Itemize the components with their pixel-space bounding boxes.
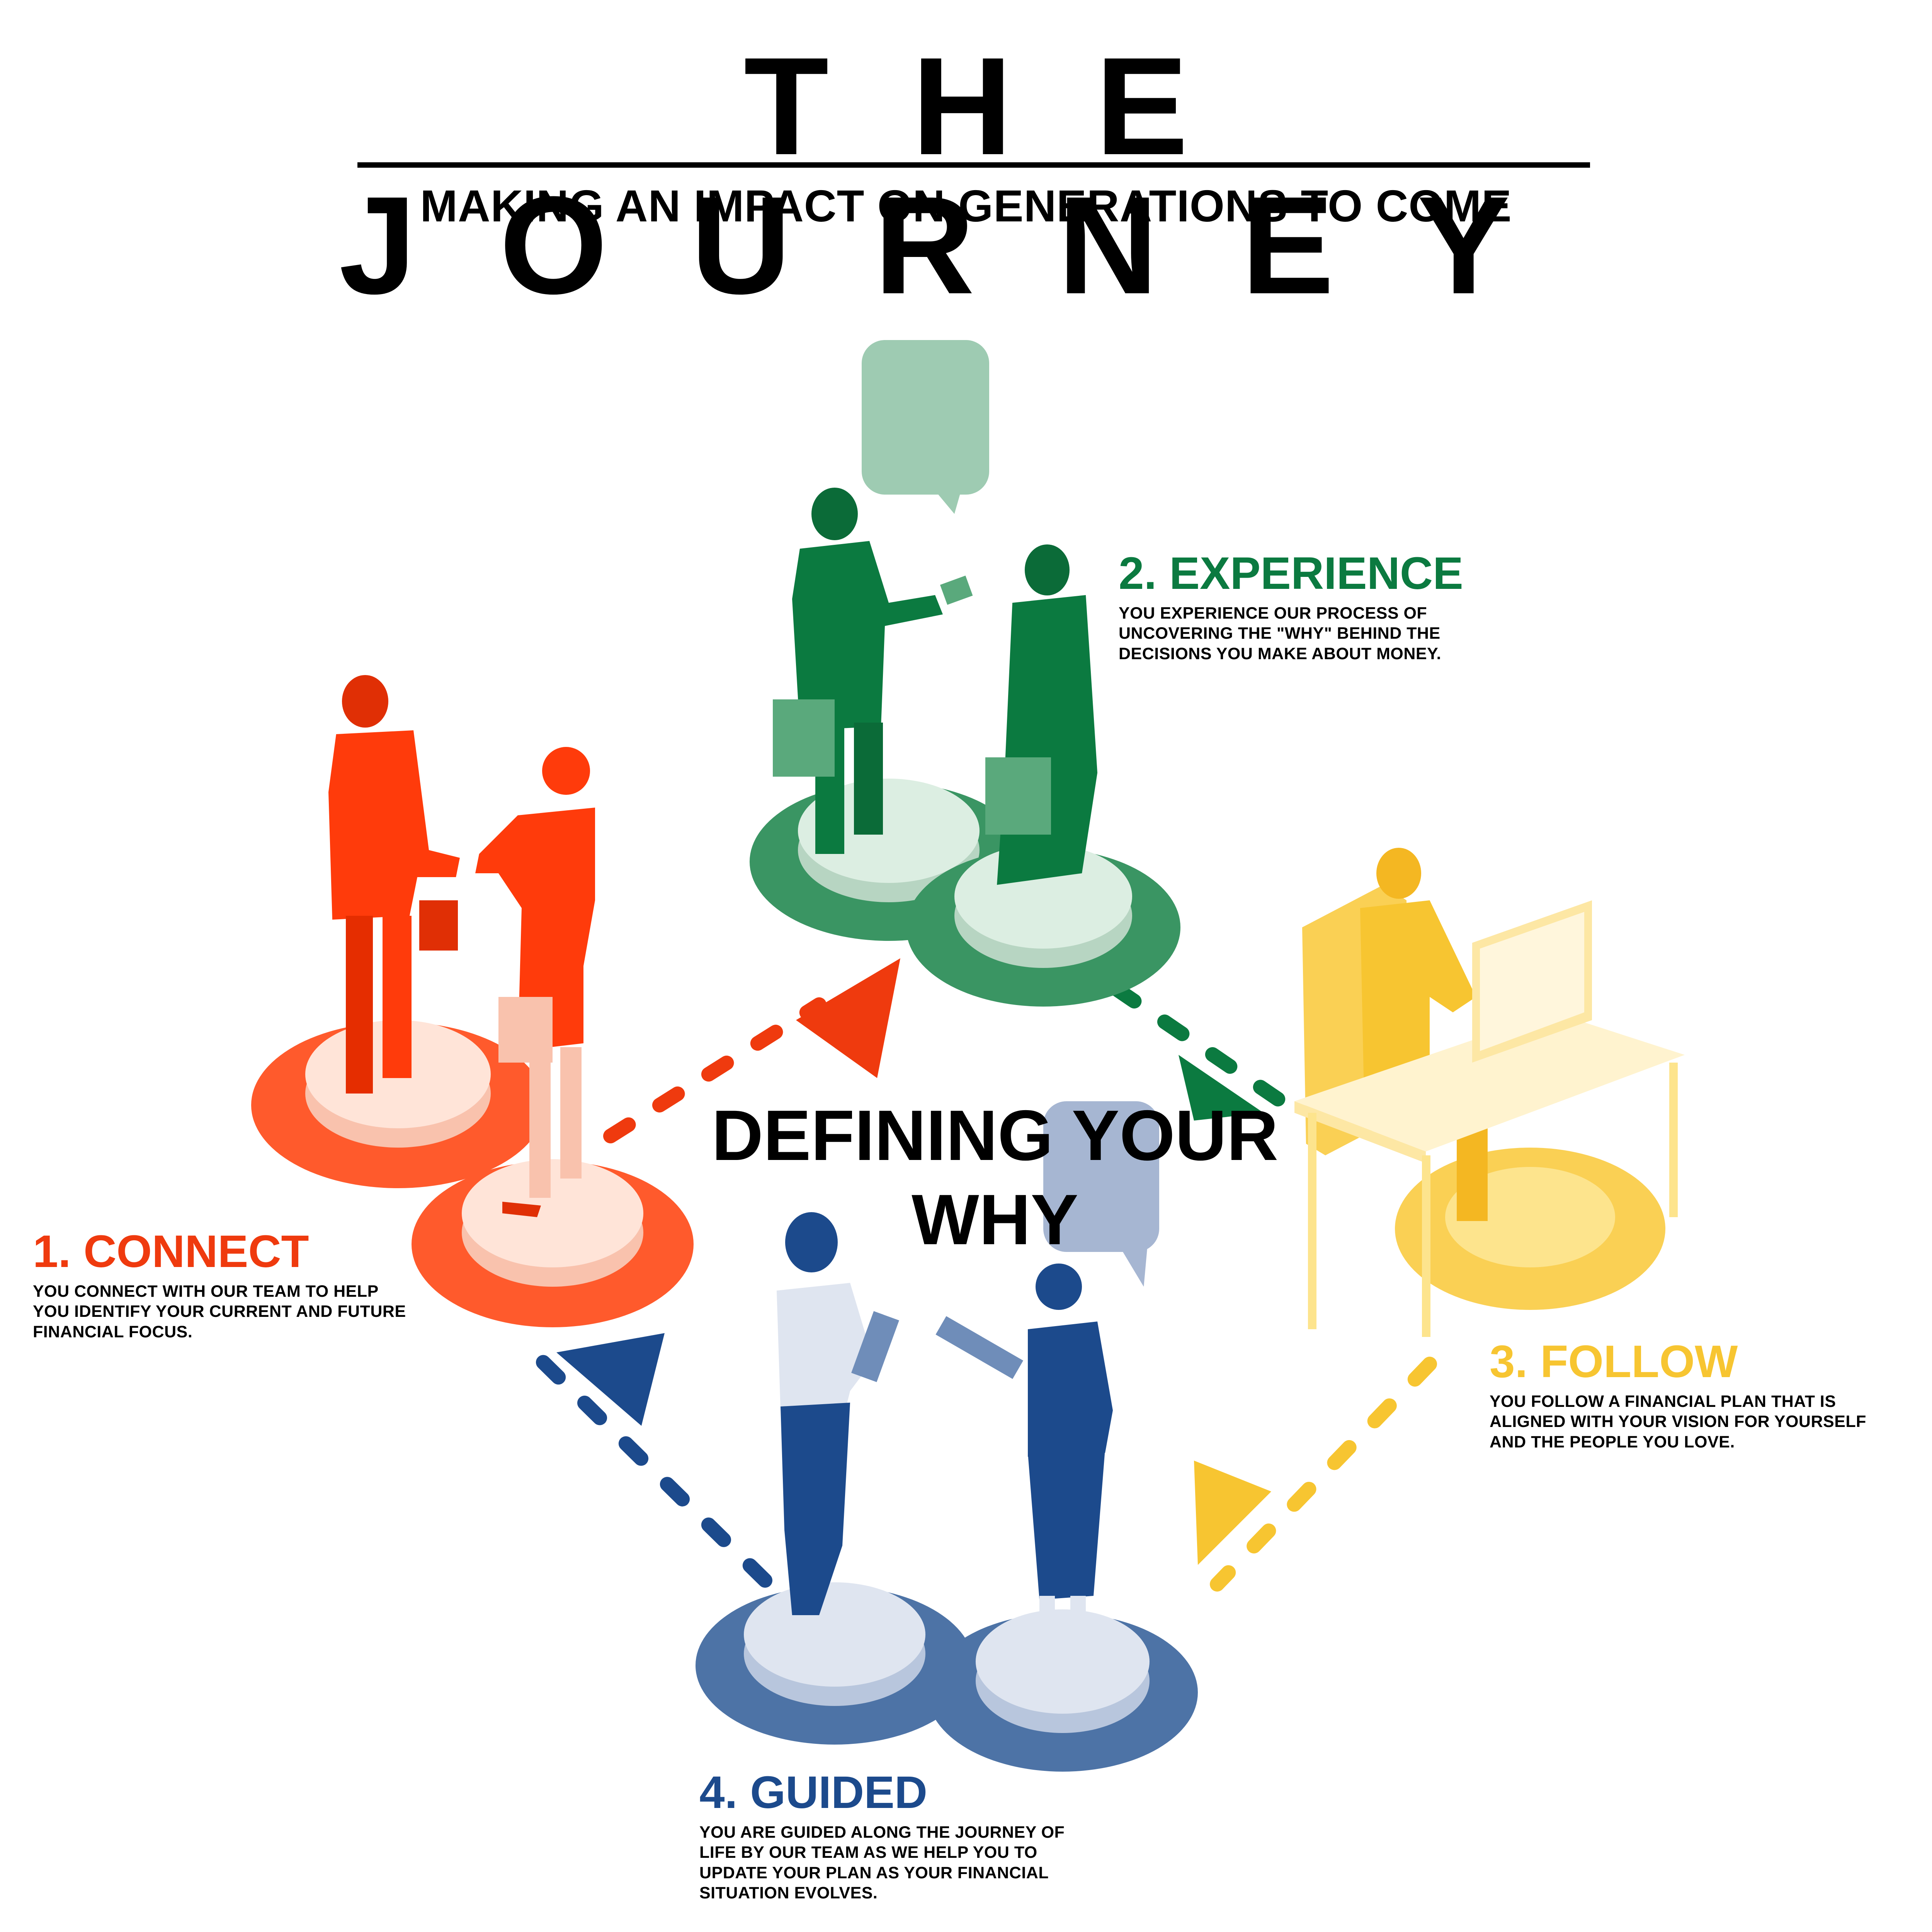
center-heading-line-1: DEFINING YOUR — [711, 1096, 1279, 1175]
step-connect-line-1: YOU CONNECT WITH OUR TEAM TO HELP — [33, 1282, 379, 1301]
step-experience: 2. EXPERIENCE YOU EXPERIENCE OUR PROCESS… — [1119, 551, 1544, 664]
follow-illustration — [1294, 848, 1685, 1337]
step-follow-title: 3. FOLLOW — [1490, 1336, 1738, 1387]
step-guided-description: YOU ARE GUIDED ALONG THE JOURNEY OF LIFE… — [699, 1822, 1124, 1903]
page-title: THE JOURNEY — [339, 29, 1593, 323]
step-connect-description: YOU CONNECT WITH OUR TEAM TO HELP YOU ID… — [33, 1281, 477, 1342]
step-guided-line-3: UPDATE YOUR PLAN AS YOUR FINANCIAL — [699, 1863, 1049, 1882]
center-heading-line-2: WHY — [912, 1180, 1078, 1260]
center-heading: DEFINING YOUR WHY — [638, 1094, 1352, 1262]
step-guided-line-1: YOU ARE GUIDED ALONG THE JOURNEY OF — [699, 1823, 1065, 1842]
step-experience-line-1: YOU EXPERIENCE OUR PROCESS OF — [1119, 604, 1427, 622]
step-follow-description: YOU FOLLOW A FINANCIAL PLAN THAT IS ALIG… — [1490, 1391, 1922, 1452]
step-follow-line-2: ALIGNED WITH YOUR VISION FOR YOURSELF — [1490, 1412, 1866, 1431]
experience-illustration — [750, 488, 1180, 1007]
title-divider — [357, 162, 1590, 168]
step-guided-line-4: SITUATION EVOLVES. — [699, 1884, 878, 1903]
blue-speech-bubble-icon — [1043, 1101, 1159, 1287]
connect-to-experience-arrow — [603, 958, 900, 1143]
step-follow-line-1: YOU FOLLOW A FINANCIAL PLAN THAT IS — [1490, 1392, 1836, 1411]
page-subtitle: MAKING AN IMPACT ON GENERATIONS TO COME — [420, 181, 1512, 231]
step-follow-line-3: AND THE PEOPLE YOU LOVE. — [1490, 1432, 1735, 1451]
guided-to-connect-arrow — [530, 1333, 772, 1588]
step-connect-title: 1. CONNECT — [33, 1226, 309, 1277]
step-guided-line-2: LIFE BY OUR TEAM AS WE HELP YOU TO — [699, 1843, 1037, 1862]
green-speech-bubble-icon — [862, 340, 989, 514]
step-connect-line-3: FINANCIAL FOCUS. — [33, 1322, 193, 1341]
step-guided: 4. GUIDED YOU ARE GUIDED ALONG THE JOURN… — [699, 1770, 1124, 1903]
step-experience-description: YOU EXPERIENCE OUR PROCESS OF UNCOVERING… — [1119, 603, 1544, 664]
guided-illustration — [696, 1212, 1198, 1772]
step-experience-line-3: DECISIONS YOU MAKE ABOUT MONEY. — [1119, 644, 1441, 663]
step-follow: 3. FOLLOW YOU FOLLOW A FINANCIAL PLAN TH… — [1490, 1339, 1922, 1452]
follow-to-guided-arrow — [1194, 1357, 1437, 1592]
step-guided-title: 4. GUIDED — [699, 1767, 928, 1818]
step-connect-line-2: YOU IDENTIFY YOUR CURRENT AND FUTURE — [33, 1302, 406, 1321]
step-connect: 1. CONNECT YOU CONNECT WITH OUR TEAM TO … — [33, 1229, 477, 1342]
step-experience-title: 2. EXPERIENCE — [1119, 548, 1463, 599]
connect-illustration — [251, 675, 694, 1327]
experience-to-follow-arrow — [1109, 982, 1294, 1121]
step-experience-line-2: UNCOVERING THE "WHY" BEHIND THE — [1119, 624, 1440, 643]
